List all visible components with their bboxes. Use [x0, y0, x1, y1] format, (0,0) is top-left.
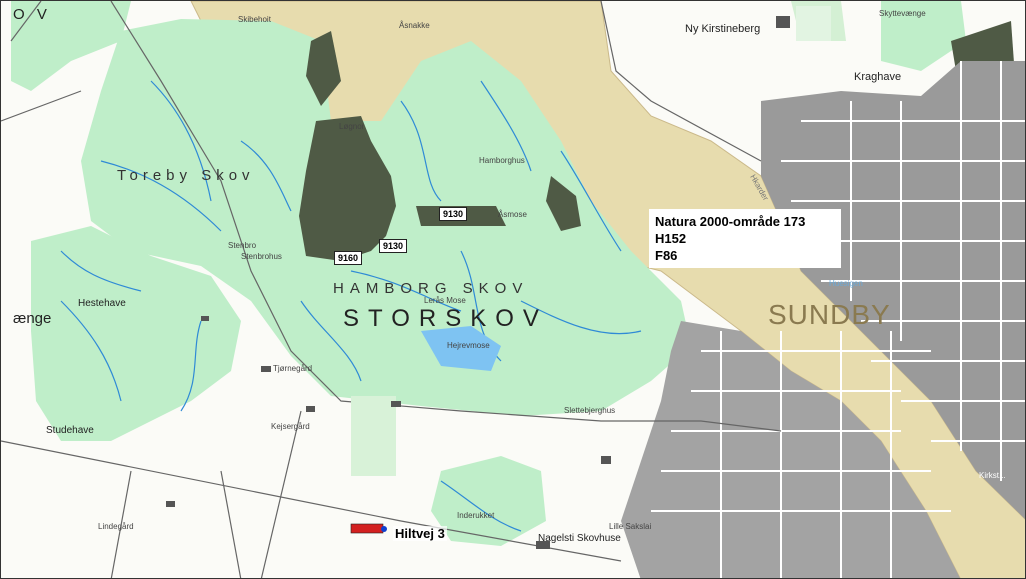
label-lille-sakslai: Lille Sakslai [609, 522, 652, 531]
label-storskov: STORSKOV [343, 305, 548, 332]
forest-inderukket [431, 456, 546, 546]
label-stenbro: Stenbro [228, 241, 257, 250]
label-studehave: Studehave [46, 425, 94, 436]
forest-northeast [881, 1, 966, 71]
label-toreby-skov: Toreby Skov [117, 167, 255, 184]
label-hamborg-skov: HAMBORG SKOV [333, 280, 529, 297]
label-huesigen: Huesigen [829, 279, 863, 288]
urban-sundby [761, 61, 1025, 520]
urban-grid [651, 61, 1025, 578]
farm-buildings [166, 16, 790, 549]
label-loegnor: Løgnor [339, 122, 365, 131]
forest-west [31, 226, 241, 441]
streams [60, 80, 642, 532]
field-north [796, 6, 831, 41]
label-hamborghus: Hamborghus [479, 156, 525, 165]
label-asmose: Åsmose [498, 210, 527, 219]
habitat-code-9130-a: 9130 [439, 207, 468, 221]
label-kraghave: Kraghave [854, 71, 902, 83]
hiltvej-label: Hiltvej 3 [393, 526, 447, 541]
label-ny-kirstineberg: Ny Kirstineberg [685, 23, 761, 35]
natura-line-1: Natura 2000-område 173 [655, 214, 806, 229]
label-asnakke: Åsnakke [399, 21, 430, 30]
roads [1, 1, 782, 578]
corner-label: O V [13, 6, 51, 23]
dark-forest-b [306, 31, 341, 106]
label-kejsergard: Kejsergård [271, 422, 310, 431]
label-slettebjerghus: Slettebjerghus [564, 406, 616, 415]
label-tjornegard: Tjørnegård [273, 364, 313, 373]
hiltvej-point [381, 526, 387, 532]
label-left-vaenge: ænge [13, 310, 52, 327]
natura-2000-label: Natura 2000-område 173 H152 F86 [649, 209, 841, 268]
label-nagelsti-skovhuse: Nagelsti Skovhuse [538, 533, 621, 544]
label-lindegard: Lindegård [98, 522, 134, 531]
natura-line-3: F86 [655, 248, 678, 263]
label-right-edge: Kirkst... [979, 471, 1006, 480]
natura-line-2: H152 [655, 231, 687, 246]
dark-forest-d [546, 176, 581, 231]
urban-south [621, 321, 960, 578]
label-hejrevmose: Hejrevmose [447, 341, 490, 350]
label-stenbrohus: Stenbrohus [241, 252, 282, 261]
label-skyttevaenge: Skyttevænge [879, 9, 926, 18]
habitat-code-9160: 9160 [334, 251, 363, 265]
label-hestehave: Hestehave [78, 298, 126, 309]
label-sundby: SUNDBY [768, 299, 891, 330]
label-leras-mose: Lerås Mose [424, 296, 466, 305]
habitat-code-9130-b: 9130 [379, 239, 408, 253]
hiltvej-marker [350, 523, 384, 534]
field-dots [351, 396, 396, 476]
label-skibehoit: Skibehoit [238, 15, 271, 24]
label-inderukket: Inderukket [457, 511, 495, 520]
lake [421, 326, 501, 371]
dark-forest-a [299, 116, 396, 261]
forest-north-left [11, 1, 131, 91]
